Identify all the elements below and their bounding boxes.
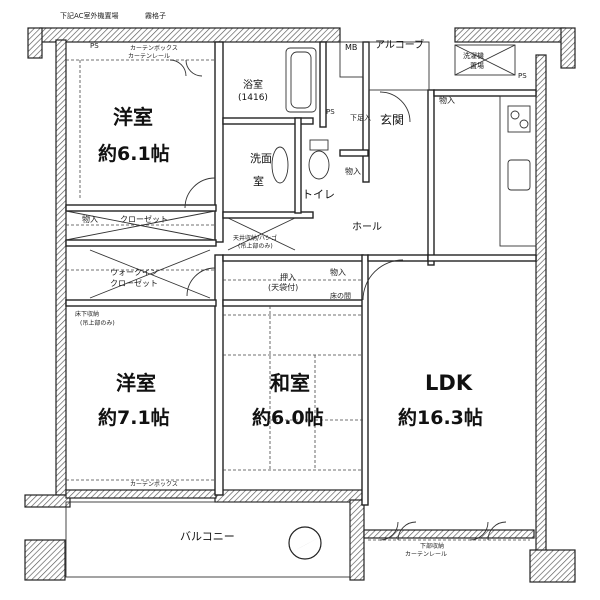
ldk-storage-label: 下部収納 [420, 542, 444, 550]
japanese-room-size: 約6.0帖 [252, 406, 324, 429]
bathtub [285, 47, 317, 113]
western-room-1-size: 約6.1帖 [98, 142, 170, 165]
tatami-lines [223, 306, 363, 470]
curtain-box-label-2: カーテンボックス [130, 480, 178, 488]
closet-label: クローゼット [120, 214, 168, 224]
balcony-area [65, 501, 351, 578]
walkin-label-1: ウォークイン [110, 268, 158, 277]
washer-area [454, 44, 516, 76]
storage-label-kitchen: 物入 [439, 95, 455, 105]
ceiling-storage-label: 天井収納/ハシゴ [233, 234, 277, 242]
storage-label-hall: 物入 [330, 267, 346, 277]
ps-label-1: PS [326, 108, 335, 116]
alcove-area [368, 41, 430, 91]
outer-walls [24, 27, 576, 583]
oshiire-label: 押入 [280, 272, 296, 282]
kitchen-sink-icon [507, 159, 531, 191]
ac-unit-note: 下記AC室外機置場 [60, 11, 119, 20]
lower-storage-sub-label: (吊上部のみ) [80, 319, 115, 327]
hall-label: ホール [352, 221, 382, 233]
mb-box [339, 41, 364, 78]
ceiling-storage-sub-label: (吊上部のみ) [238, 242, 273, 250]
ldk-size: 約16.3帖 [398, 406, 483, 429]
bath-size-label: (1416) [238, 93, 268, 103]
western-room-1-name: 洋室 [113, 105, 153, 129]
sink-icon [271, 146, 289, 184]
bathtub-inner [290, 51, 312, 109]
balcony-label: バルコニー [180, 530, 235, 543]
washer-label-2: 置場 [470, 61, 484, 70]
bath-label: 浴室 [243, 78, 263, 91]
japanese-room-name: 和室 [270, 371, 310, 395]
washer-label: 洗濯機 [463, 51, 484, 60]
walkin-label-2: クローゼット [110, 278, 158, 288]
mb-label: MB [345, 43, 357, 52]
curtain-rail-label: カーテンレール [128, 53, 170, 60]
door-swings [169, 59, 507, 541]
shoes-label: 下足入 [350, 114, 371, 122]
entrance-label: 玄関 [380, 112, 404, 127]
washroom-label-1: 洗面 [250, 152, 272, 165]
lower-storage-label: 床下収納 [75, 310, 99, 318]
western-room-2-name: 洋室 [116, 371, 156, 395]
kitchen-counter [499, 95, 537, 247]
oshiire-sub-label: (天袋付) [268, 282, 298, 292]
ps-label-3: PS [518, 72, 527, 80]
ldk-curtain-label: カーテンレール [405, 551, 447, 558]
western-room-2-size: 約7.1帖 [98, 406, 170, 429]
storage-label-entry: 物入 [345, 166, 361, 176]
stove-icon [507, 105, 531, 133]
ldk-name: LDK [425, 371, 473, 395]
alcove-label: アルコーブ [375, 38, 424, 51]
ps-label-2: PS [90, 42, 99, 50]
toilet-label: トイレ [302, 188, 335, 201]
grille-note: 霧格子 [145, 11, 166, 20]
interior-walls [65, 41, 537, 506]
north-arrow-icon [288, 526, 322, 560]
storage-label-west: 物入 [82, 214, 98, 224]
toilet-icon [308, 139, 330, 180]
washroom-label-2: 室 [253, 174, 264, 188]
floor-alcove-label: 床の間 [330, 291, 351, 300]
curtain-box-label: カーテンボックス [130, 44, 178, 52]
